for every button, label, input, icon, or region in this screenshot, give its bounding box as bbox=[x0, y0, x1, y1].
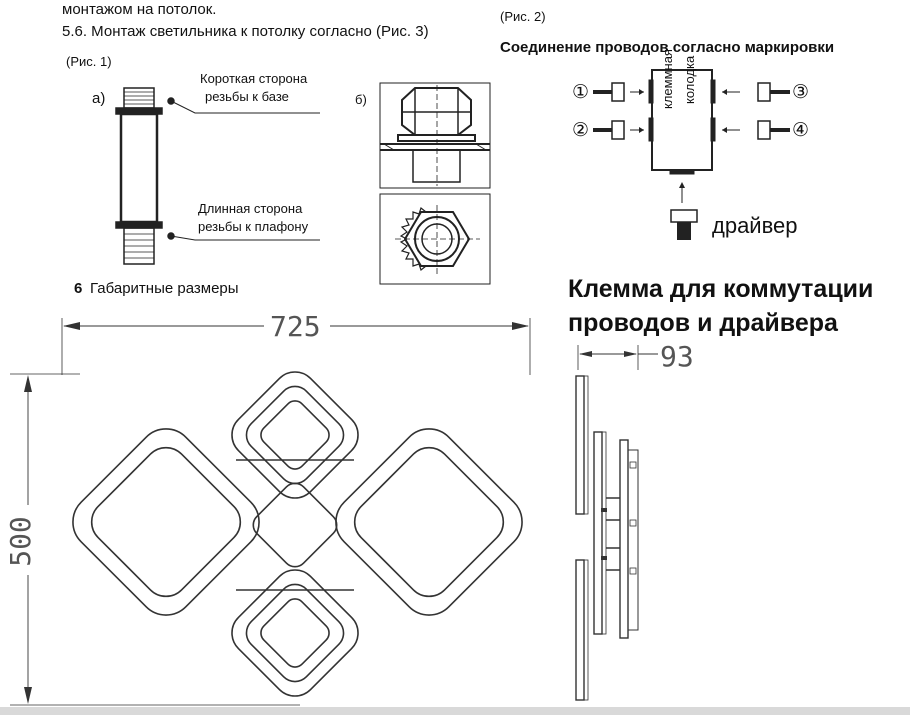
section6-title: Габаритные размеры bbox=[90, 280, 239, 297]
short-side-label-line2: резьбы к базе bbox=[205, 89, 289, 104]
fig1-caption: (Рис. 1) bbox=[66, 54, 112, 69]
dimension-height-label: 500 bbox=[3, 516, 37, 567]
fig1-label-a: а) bbox=[92, 90, 106, 107]
terminal-block-label-line2: колодка bbox=[682, 55, 697, 104]
connector-number-1: ① bbox=[572, 82, 590, 103]
fig2-caption: (Рис. 2) bbox=[500, 9, 546, 24]
lamp-side-profile-drawing bbox=[575, 345, 658, 701]
heading-terminal-line1: Клемма для коммутации bbox=[568, 275, 874, 303]
threaded-stud-drawing bbox=[115, 87, 163, 265]
driver-label: драйвер bbox=[712, 213, 798, 238]
heading-terminal-line2: проводов и драйвера bbox=[568, 309, 838, 337]
lamp-dimension-drawing bbox=[10, 318, 531, 706]
text-line-ceiling-mount: монтажом на потолок. bbox=[62, 1, 217, 18]
dimension-width-label: 725 bbox=[270, 310, 321, 343]
section6-number: 6 bbox=[74, 280, 83, 297]
wiring-title: Соединение проводов согласно маркировки bbox=[500, 39, 835, 56]
dimension-depth-label: 93 bbox=[660, 340, 694, 373]
bottom-scroll-strip bbox=[0, 707, 910, 715]
short-side-label-line1: Короткая сторона bbox=[200, 71, 308, 86]
terminal-block-label-line1: клеммная bbox=[660, 49, 675, 109]
nut-side-view-drawing bbox=[379, 82, 491, 189]
connector-number-2: ② bbox=[572, 120, 590, 141]
long-side-label-line2: резьбы к плафону bbox=[198, 219, 309, 234]
connector-number-4: ④ bbox=[792, 120, 810, 141]
connector-number-3: ③ bbox=[792, 82, 810, 103]
text-line-mounting-step: 5.6. Монтаж светильника к потолку соглас… bbox=[62, 23, 429, 40]
wiring-diagram bbox=[593, 69, 790, 240]
fig1-label-b: б) bbox=[355, 92, 367, 107]
long-side-label-line1: Длинная сторона bbox=[198, 201, 303, 216]
lock-washer-top-view-drawing bbox=[379, 193, 491, 285]
